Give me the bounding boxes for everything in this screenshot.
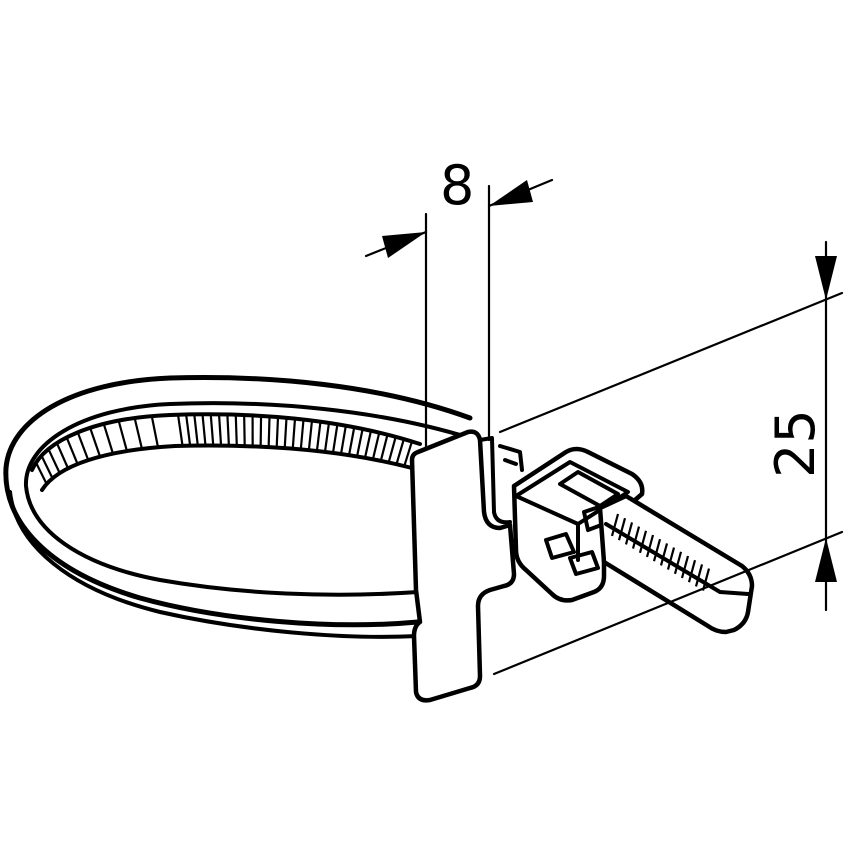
serration-tooth (76, 431, 90, 461)
serration-tooth (55, 442, 70, 469)
serration-tooth (243, 415, 246, 447)
serration-tooth (176, 414, 184, 446)
tail-serration-tooth (694, 564, 704, 587)
tail-serration-tooth (659, 543, 669, 566)
serration-tooth (331, 424, 339, 454)
serration-tooth (395, 438, 405, 465)
serration-tooth (47, 448, 61, 474)
tail-serration-tooth (631, 526, 641, 549)
arrowhead-right (489, 180, 533, 206)
serration-tooth (275, 417, 280, 448)
dimension-height: 25 (492, 240, 844, 676)
tail-serration-tooth (701, 568, 711, 591)
serration-top-edge (30, 412, 422, 472)
mount-plate (409, 429, 517, 703)
serration-tooth (35, 462, 48, 485)
serration-tooth (355, 428, 364, 457)
loop-outer-edge (3, 374, 473, 628)
tail-strap-edge (604, 522, 750, 596)
serration-tooth (117, 420, 128, 452)
serration-tooth (347, 427, 356, 456)
tail-serration-tooth (680, 555, 690, 579)
serration-tooth (234, 414, 238, 446)
locking-head (511, 446, 645, 603)
locking-head-latch (568, 550, 600, 576)
serration-tooth (307, 420, 314, 451)
tail-serration-tooth (624, 522, 634, 545)
loop-lower-edge (8, 490, 420, 639)
tail-serrations (610, 513, 711, 591)
tie-tail (597, 493, 755, 635)
arrowhead-top (815, 256, 837, 300)
extension-line-top (498, 291, 844, 434)
serration-tooth (387, 436, 397, 463)
serration-tooth (102, 423, 115, 454)
serration-tooth (133, 417, 144, 450)
serration-tooth (193, 414, 199, 446)
locking-head-pawl (544, 532, 576, 560)
tail-serration-tooth (638, 530, 648, 554)
serration-tooth (150, 415, 160, 448)
serration-tooth (267, 416, 271, 448)
serration-tooth (323, 422, 331, 453)
mount-plate-notch (498, 444, 524, 472)
loop-inner-edge (23, 401, 472, 597)
serration-teeth (35, 414, 414, 485)
serration-tooth (299, 419, 305, 450)
mount-plate-depth-right (492, 510, 512, 525)
locking-head-slot (558, 470, 620, 508)
tail-serration-tooth (673, 551, 683, 575)
mount-plate-depth-top (478, 436, 496, 514)
serration-tooth (283, 417, 288, 449)
mount-head (409, 429, 524, 703)
dimension-width: 8 (364, 154, 554, 452)
tail-serration-tooth (687, 559, 697, 583)
dimension-height-label: 25 (764, 409, 827, 478)
tail-serration-tooth (645, 534, 655, 558)
serration-tooth (403, 441, 414, 467)
serration-tooth (371, 432, 381, 460)
serration-tooth (339, 425, 347, 455)
arrowhead-bottom (815, 538, 837, 582)
tail-serration-tooth (617, 517, 627, 541)
serration-tooth (217, 414, 223, 446)
serration-tooth (379, 434, 389, 462)
tail-serration-tooth (610, 513, 620, 537)
serration-tooth (89, 427, 102, 458)
tail-serration-tooth (666, 547, 676, 570)
locking-head-top-face (514, 460, 630, 526)
serration-tooth (315, 421, 322, 452)
serration-tooth (363, 430, 373, 459)
serration-tooth (40, 455, 54, 479)
arrowhead-left (382, 232, 426, 258)
serration-tooth (185, 414, 192, 446)
cable-tie-loop (3, 374, 473, 639)
dimension-width-label: 8 (440, 154, 474, 217)
serration-tooth (291, 418, 297, 449)
extension-line-bottom (492, 530, 844, 676)
serration-tooth (201, 414, 207, 446)
serration-tooth (209, 414, 215, 446)
tail-serration-tooth (652, 538, 662, 562)
serration-tooth (65, 437, 79, 465)
serration-tooth (226, 414, 231, 446)
